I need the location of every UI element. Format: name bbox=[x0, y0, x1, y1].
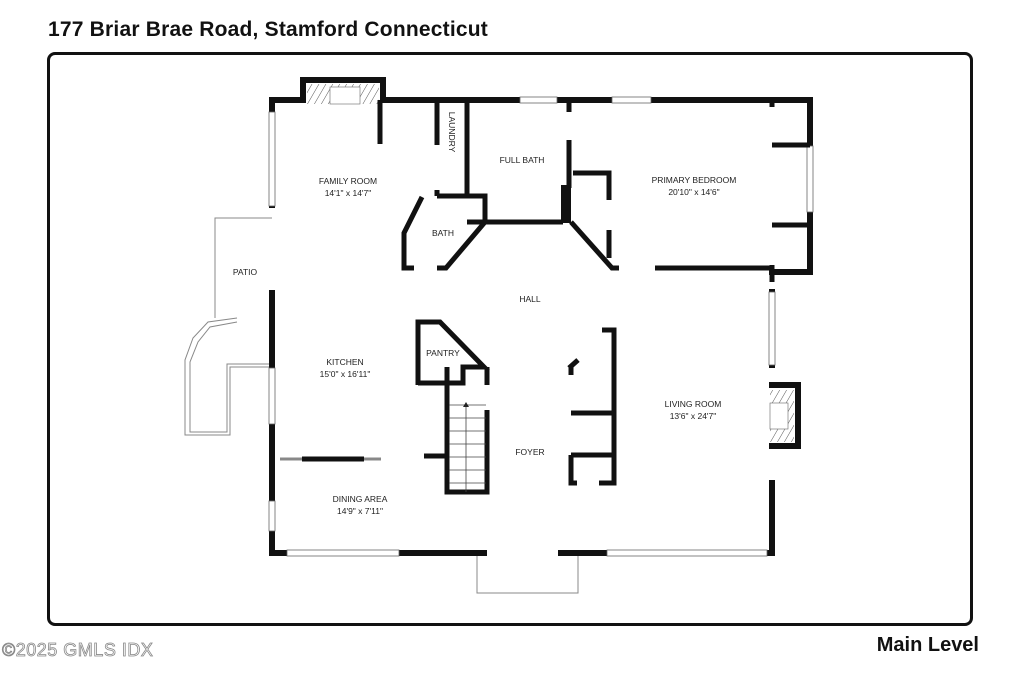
fireplace-living-room bbox=[769, 390, 794, 442]
interior-walls bbox=[302, 100, 810, 495]
room-dims-primary-bedroom: 20'10" x 14'6" bbox=[668, 187, 719, 197]
windows bbox=[268, 96, 814, 557]
fireplace-family-room bbox=[307, 84, 379, 105]
room-label-dining-area: DINING AREA bbox=[333, 494, 388, 504]
room-dims-kitchen: 15'0" x 16'11" bbox=[320, 369, 371, 379]
stairs-arrow-icon bbox=[463, 402, 469, 407]
level-label: Main Level bbox=[876, 634, 979, 656]
room-label-living-room: LIVING ROOM bbox=[665, 399, 722, 409]
page-title: 177 Briar Brae Road, Stamford Connecticu… bbox=[48, 18, 488, 41]
room-label-foyer: FOYER bbox=[515, 447, 544, 457]
room-label-primary-bedroom: PRIMARY BEDROOM bbox=[652, 175, 737, 185]
front-step-outline bbox=[476, 555, 579, 594]
stairs bbox=[449, 404, 486, 492]
room-label-pantry: PANTRY bbox=[426, 348, 460, 358]
room-label-laundry: LAUNDRY bbox=[447, 112, 457, 153]
room-label-bath: BATH bbox=[432, 228, 454, 238]
patio-outline bbox=[184, 217, 272, 436]
room-dims-family-room: 14'1" x 14'7" bbox=[325, 188, 372, 198]
room-dims-dining-area: 14'9" x 7'11" bbox=[337, 506, 383, 516]
room-dims-living-room: 13'6" x 24'7" bbox=[670, 411, 717, 421]
floorplan-frame bbox=[47, 52, 973, 626]
room-label-hall: HALL bbox=[519, 294, 541, 304]
room-label-full-bath: FULL BATH bbox=[500, 155, 545, 165]
room-labels: FAMILY ROOM 14'1" x 14'7" LAUNDRY FULL B… bbox=[233, 112, 736, 516]
exterior-walls bbox=[269, 77, 813, 556]
copyright-watermark: ©2025 GMLS IDX bbox=[2, 640, 154, 661]
room-label-patio: PATIO bbox=[233, 267, 258, 277]
room-label-family-room: FAMILY ROOM bbox=[319, 176, 377, 186]
room-label-kitchen: KITCHEN bbox=[326, 357, 363, 367]
